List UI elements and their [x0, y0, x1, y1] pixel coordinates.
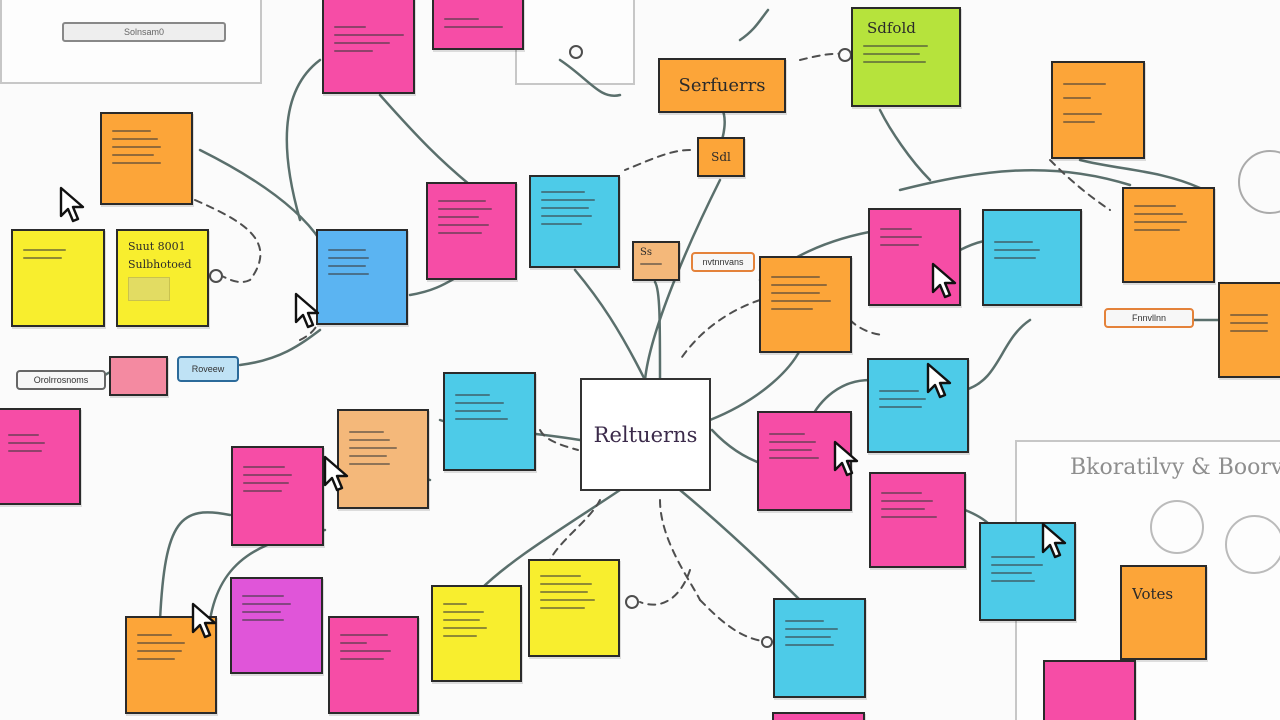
cursor-icon: [926, 362, 952, 399]
sticky-note[interactable]: [982, 209, 1082, 306]
central-topic-title: Reltuerns: [593, 422, 698, 447]
sticky-note[interactable]: [759, 256, 852, 353]
frame-title: Bkoratilvy & Boorve: [1070, 455, 1280, 480]
decorative-circle: [1150, 500, 1204, 554]
cursor-icon: [294, 292, 320, 329]
note-title: Sdfold: [867, 19, 916, 37]
sticky-note[interactable]: [1122, 187, 1215, 283]
sticky-note[interactable]: Ss: [632, 241, 680, 281]
note-title: Sdl: [711, 151, 731, 163]
sticky-note[interactable]: [337, 409, 429, 509]
central-topic-card[interactable]: Reltuerns: [580, 378, 711, 491]
sticky-note[interactable]: Votes: [1120, 565, 1207, 660]
sticky-note[interactable]: Serfuerrs: [658, 58, 786, 113]
label-pill[interactable]: Orolrrosnoms: [16, 370, 106, 390]
label-pill[interactable]: Roveew: [177, 356, 239, 382]
sticky-note[interactable]: [867, 358, 969, 453]
sticky-note[interactable]: [772, 712, 865, 720]
toolbar-field[interactable]: Solnsam0: [62, 22, 226, 42]
note-title: Sulbhotoed: [128, 259, 192, 271]
sticky-note[interactable]: Sdfold: [851, 7, 961, 107]
sticky-note[interactable]: Sdl: [697, 137, 745, 177]
decorative-circle: [1225, 515, 1280, 574]
sticky-note[interactable]: [109, 356, 168, 396]
sticky-note[interactable]: [1218, 282, 1280, 378]
cursor-icon: [833, 440, 859, 477]
sticky-note[interactable]: [125, 616, 217, 714]
sticky-note[interactable]: [328, 616, 419, 714]
sticky-note[interactable]: [322, 0, 415, 94]
sticky-note[interactable]: [1043, 660, 1136, 720]
sticky-note[interactable]: [431, 585, 522, 682]
note-title: Suut 8001: [128, 241, 186, 253]
sticky-note[interactable]: [231, 446, 324, 546]
label-pill[interactable]: nvtnnvans: [691, 252, 755, 272]
cursor-icon: [931, 262, 957, 299]
sticky-note[interactable]: [528, 559, 620, 657]
sticky-note[interactable]: [316, 229, 408, 325]
note-title: Votes: [1132, 585, 1174, 603]
sticky-note[interactable]: [0, 408, 81, 505]
cursor-icon: [1041, 522, 1067, 559]
note-title: Serfuerrs: [678, 76, 766, 95]
sticky-note[interactable]: [11, 229, 105, 327]
sticky-note[interactable]: [773, 598, 866, 698]
top-left-frame: [0, 0, 262, 84]
sticky-note[interactable]: [529, 175, 620, 268]
sticky-note[interactable]: [1051, 61, 1145, 159]
cursor-icon: [323, 455, 349, 492]
cursor-icon: [191, 602, 217, 639]
label-pill[interactable]: Fnnvllnn: [1104, 308, 1194, 328]
cursor-icon: [59, 186, 85, 223]
note-title: Ss: [640, 247, 652, 258]
sticky-note[interactable]: [869, 472, 966, 568]
sticky-note[interactable]: [100, 112, 193, 205]
sticky-note[interactable]: [432, 0, 524, 50]
sticky-note[interactable]: [230, 577, 323, 674]
sticky-note[interactable]: [426, 182, 517, 280]
sticky-note[interactable]: [443, 372, 536, 471]
